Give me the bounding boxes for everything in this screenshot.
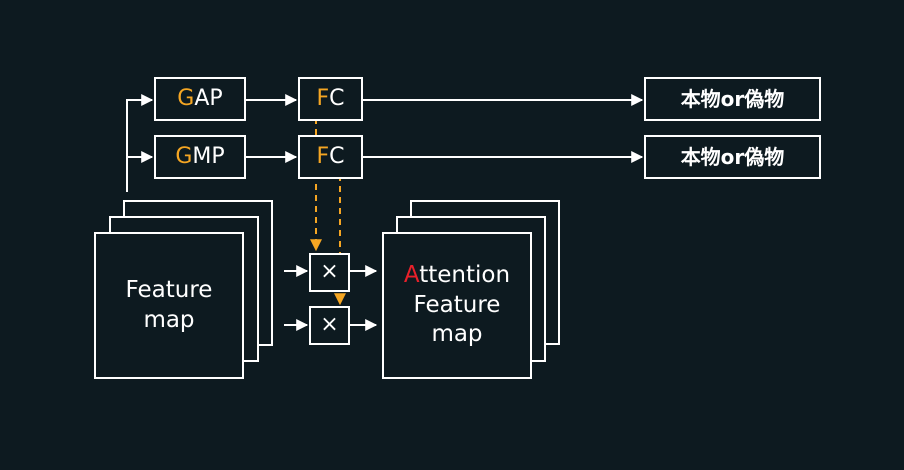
output-top-box: 本物or偽物	[644, 77, 821, 121]
attention-accent-letter: A	[403, 261, 420, 288]
attention-map-line3: map	[431, 321, 483, 348]
multiply-bottom-symbol: ×	[320, 312, 339, 338]
output-bottom-label: 本物or偽物	[680, 145, 785, 169]
gmp-label-rest: MP	[192, 143, 225, 169]
feature-map-line2: map	[143, 306, 195, 333]
attention-feature-map-box: Attention Feature map	[382, 232, 532, 379]
multiply-bottom-box: ×	[309, 306, 350, 345]
attention-map-line1-rest: ttention	[419, 261, 511, 288]
fc-top-accent-letter: F	[316, 85, 330, 111]
multiply-top-box: ×	[309, 253, 350, 292]
gmp-accent-letter: G	[175, 143, 193, 169]
fc-top-label-rest: C	[329, 85, 345, 111]
fc-bottom-accent-letter: F	[316, 143, 330, 169]
gap-label-rest: AP	[194, 85, 223, 111]
feature-map-box: Feature map	[94, 232, 244, 379]
feature-map-line1: Feature	[125, 276, 213, 303]
output-bottom-box: 本物or偽物	[644, 135, 821, 179]
output-top-label: 本物or偽物	[680, 87, 785, 111]
multiply-top-symbol: ×	[320, 259, 339, 285]
fc-bottom-label-rest: C	[329, 143, 345, 169]
branch-line	[126, 94, 154, 192]
gap-accent-letter: G	[177, 85, 195, 111]
attention-map-line2: Feature	[413, 291, 501, 318]
attention-map-line1: Attention	[404, 261, 510, 291]
